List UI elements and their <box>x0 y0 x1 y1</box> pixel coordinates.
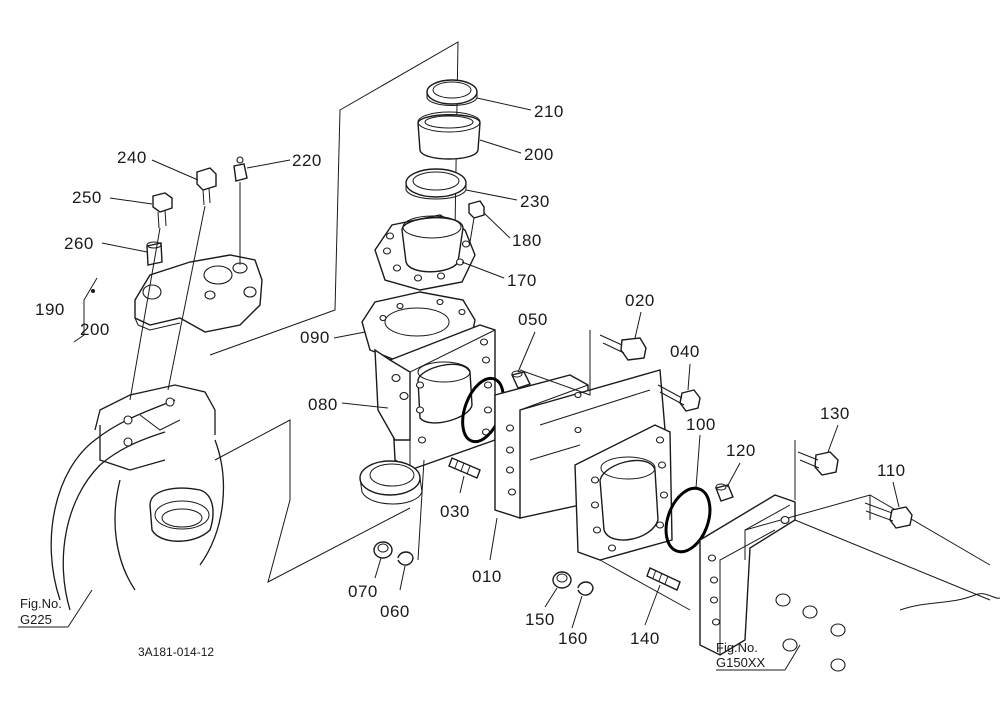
seal-230 <box>405 168 467 200</box>
bolt-040 <box>657 384 701 412</box>
pin-050 <box>511 370 531 389</box>
nut-150 <box>552 571 572 589</box>
o-ring-100 <box>664 486 712 554</box>
label-030: 030 <box>440 502 470 521</box>
label-080: 080 <box>308 395 338 414</box>
leader-lines <box>101 97 900 629</box>
label-060: 060 <box>380 602 410 621</box>
bolt-180 <box>468 200 485 243</box>
label-240: 240 <box>117 148 147 167</box>
phantom-line <box>519 330 591 396</box>
bracket-dot <box>91 289 95 293</box>
fig-ref-g225 <box>18 589 93 628</box>
label-250: 250 <box>72 188 102 207</box>
fig-ref-g150xx-line1: Fig.No. <box>716 640 758 655</box>
pin-120 <box>715 483 734 502</box>
stud-140 <box>646 567 681 591</box>
label-040: 040 <box>670 342 700 361</box>
label-020: 020 <box>625 291 655 310</box>
label-260: 260 <box>64 234 94 253</box>
label-210: 210 <box>534 102 564 121</box>
axis-line <box>129 227 161 401</box>
label-050: 050 <box>518 310 548 329</box>
bolt-110 <box>864 502 913 529</box>
label-070: 070 <box>348 582 378 601</box>
label-200: 200 <box>524 145 554 164</box>
seal-lower <box>359 460 423 505</box>
label-140: 140 <box>630 629 660 648</box>
label-100: 100 <box>686 415 716 434</box>
seal-210 <box>426 79 478 106</box>
fig-ref-g225-line1: Fig.No. <box>20 596 62 611</box>
flange-170 <box>374 214 476 291</box>
label-160: 160 <box>558 629 588 648</box>
knuckle-housing-090 <box>361 291 496 471</box>
stud-030 <box>448 457 481 479</box>
label-010: 010 <box>472 567 502 586</box>
axis-line <box>599 559 691 611</box>
bolt-240 <box>196 167 217 206</box>
label-180: 180 <box>512 231 542 250</box>
center-housing-010 <box>494 369 666 519</box>
bolt-250 <box>152 192 173 229</box>
label-220: 220 <box>292 151 322 170</box>
label-150: 150 <box>525 610 555 629</box>
bracket-190 <box>73 277 98 343</box>
fig-ref-g150xx <box>716 644 801 671</box>
label-170: 170 <box>507 271 537 290</box>
washer-060 <box>397 551 414 566</box>
bushing-200 <box>417 111 481 160</box>
grease-nipple-220 <box>233 156 248 182</box>
fig-ref-g225-line2: G225 <box>20 612 52 627</box>
label-110: 110 <box>877 461 906 480</box>
knuckle-arm <box>134 254 263 333</box>
flange-plate <box>574 424 673 561</box>
axis-line <box>417 459 425 561</box>
phantom-line <box>214 419 411 583</box>
phantom-line <box>744 504 791 560</box>
fig-ref-g150xx-line2: G150XX <box>716 655 765 670</box>
label-130: 130 <box>820 404 850 423</box>
label-200-arm: 200 <box>80 320 110 339</box>
label-230: 230 <box>520 192 550 211</box>
label-120: 120 <box>726 441 756 460</box>
drawing-number: 3A181-014-12 <box>138 645 214 659</box>
label-190: 190 <box>35 300 65 319</box>
axle-housing-left <box>50 384 224 611</box>
bolt-020 <box>599 334 647 361</box>
nut-070 <box>373 541 393 559</box>
label-090: 090 <box>300 328 330 347</box>
collar-260 <box>146 241 163 266</box>
phantom-line <box>209 41 459 356</box>
axle-housing-right <box>699 494 1000 672</box>
axis-line <box>167 205 206 391</box>
washer-160 <box>577 581 594 596</box>
bolt-130 <box>797 451 839 476</box>
